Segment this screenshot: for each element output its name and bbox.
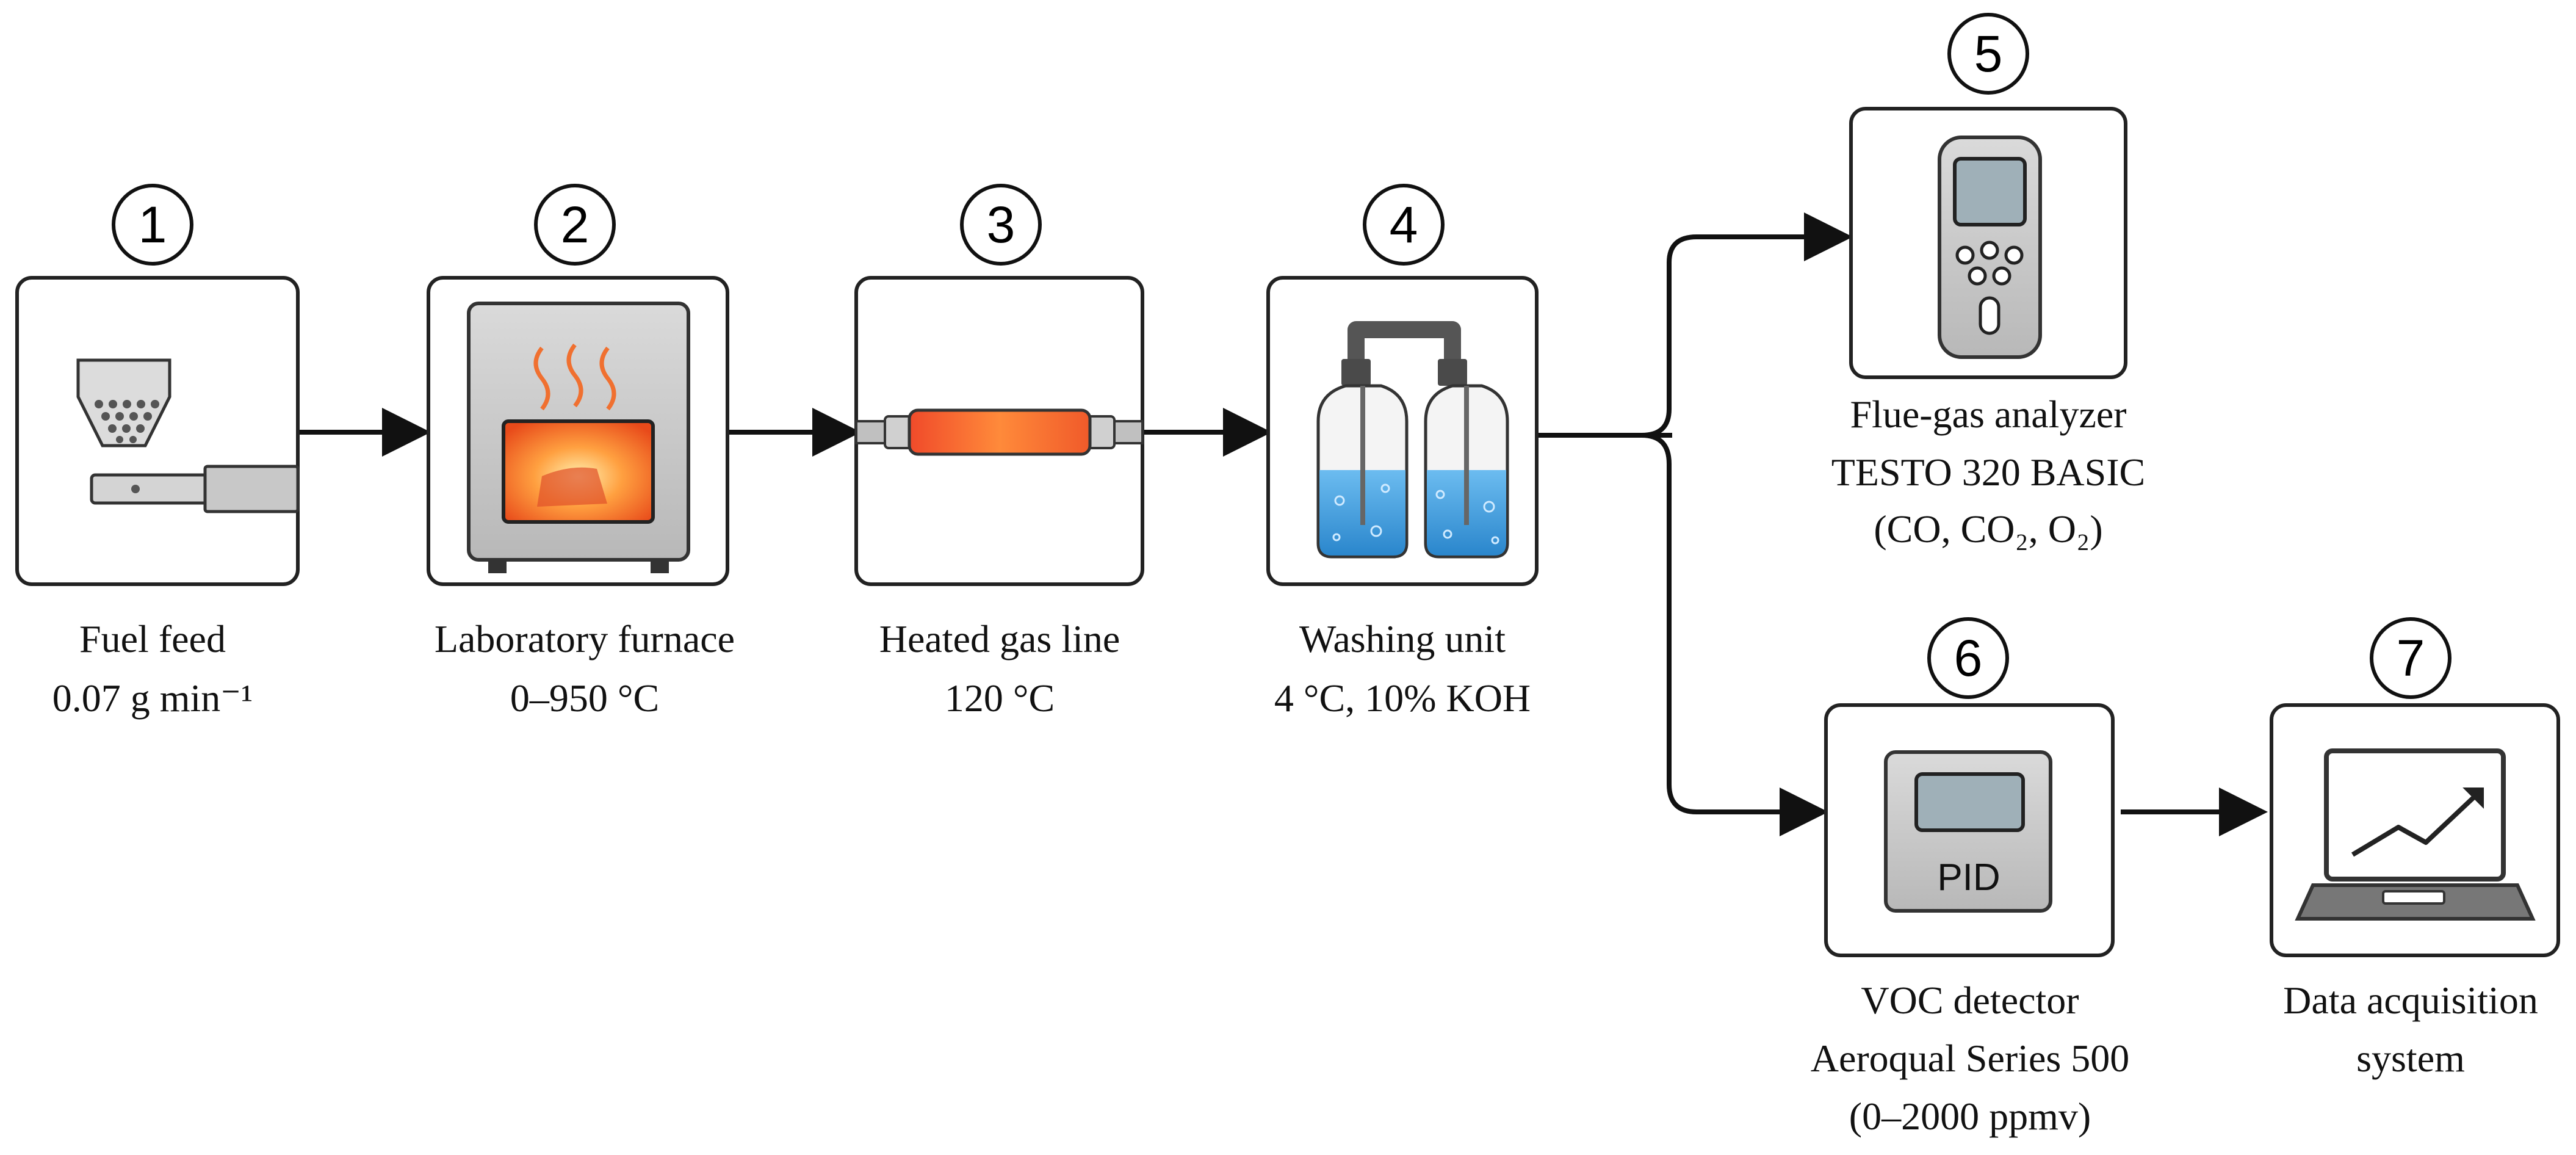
- step-number-circle: [534, 184, 616, 266]
- step-3: 3 Heated gas line 120 °C: [854, 184, 1144, 720]
- handheld-analyzer-icon: [1938, 136, 2042, 359]
- step-number-circle: [960, 184, 1042, 266]
- furnace-icon: [467, 302, 690, 573]
- step-number-circle: [1927, 617, 2009, 699]
- step-number: 6: [1954, 629, 1983, 687]
- step-label-line-2: Aeroqual Series 500: [1811, 1037, 2130, 1080]
- step-label-line-1: Fuel feed: [79, 617, 226, 661]
- step-number: 1: [139, 196, 167, 253]
- step-1: 1 Fuel feed 0.07 g min⁻¹: [15, 184, 300, 720]
- step-label-line-1: VOC detector: [1861, 979, 2079, 1022]
- step-number-circle: [1363, 184, 1445, 266]
- step-number-circle: [1947, 13, 2029, 95]
- step-number-circle: [2370, 617, 2452, 699]
- step-label-line-1: Flue-gas analyzer: [1850, 393, 2126, 436]
- pid-label: PID: [1937, 856, 2000, 899]
- step-label-line-2: 120 °C: [945, 676, 1055, 720]
- step-number: 3: [987, 196, 1016, 253]
- step-number: 7: [2397, 629, 2425, 687]
- step-label-line-2: 0–950 °C: [510, 676, 659, 720]
- step-label-line-1: Data acquisition: [2283, 979, 2538, 1022]
- step-4: 4 Washing unit 4 °C, 10% KOH: [1266, 184, 1539, 720]
- step-number: 2: [561, 196, 590, 253]
- step-number-circle: [112, 184, 193, 266]
- step-7: 7 Data acquisition system: [2270, 617, 2560, 1080]
- pid-detector-icon: PID: [1884, 750, 2052, 913]
- step-number: 5: [1974, 25, 2003, 82]
- step-label-line-2: 0.07 g min⁻¹: [52, 676, 253, 720]
- step-label-line-1: Washing unit: [1299, 617, 1506, 661]
- arrow-to-6: [1641, 433, 1828, 836]
- step-label-line-2: TESTO 320 BASIC: [1831, 451, 2145, 494]
- step-box: [15, 276, 300, 586]
- step-label-line-2: system: [2356, 1037, 2465, 1080]
- step-label-line-1: Laboratory furnace: [435, 617, 735, 661]
- heated-tube-icon: [855, 408, 1144, 456]
- gas-washing-bottles-icon: [1316, 321, 1509, 559]
- step-5: 5 Flue-gas analyzer TESTO 320 BASIC (CO,…: [1831, 13, 2145, 551]
- laptop-chart-icon: [2295, 748, 2536, 921]
- step-label-line-3: (CO, CO₂, O₂): [1874, 507, 2102, 551]
- hopper-feeder-icon: [76, 358, 300, 513]
- step-label-line-3: (0–2000 ppmv): [1849, 1095, 2091, 1138]
- step-label-line-1: Heated gas line: [879, 617, 1120, 661]
- step-6: 6 PID VOC detector Aeroqual Series 500 (…: [1811, 617, 2130, 1138]
- step-2: 2 Laboratory furnace 0–950 °C: [427, 184, 735, 720]
- step-label-line-2: 4 °C, 10% KOH: [1274, 676, 1531, 720]
- connectors: [298, 212, 2268, 836]
- step-number: 4: [1390, 196, 1418, 253]
- arrow-to-5: [1641, 212, 1853, 438]
